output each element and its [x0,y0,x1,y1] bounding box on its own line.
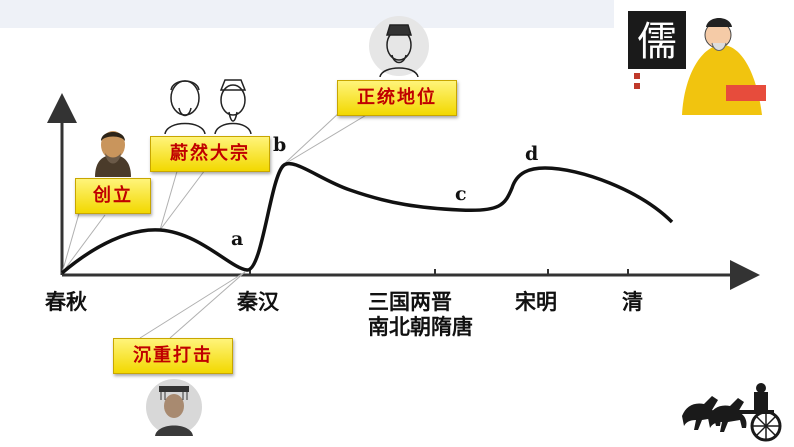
top-decorative-band [0,0,614,28]
axis-label-sanguo: 三国两晋 [368,289,452,314]
confucius-portrait-icon [87,123,139,177]
emperor-portrait-icon [146,379,202,436]
development-curve [60,161,674,275]
axis-label-qing: 清 [622,289,643,314]
axis-label-chunqiu: 春秋 [45,289,87,314]
callout-zhengtong-diwei: 正统地位 [337,80,457,116]
confucian-sage-logo-icon: 儒 [628,11,766,115]
point-label-d: d [525,143,539,165]
axis-label-qinhan: 秦汉 [237,289,279,314]
scholars-portrait-icon [155,72,260,134]
leader-lines [61,111,369,339]
callout-chenzhong-daji: 沉重打击 [113,338,233,374]
axis-label-nanbeichao: 南北朝隋唐 [368,314,473,339]
point-label-a: a [231,228,244,250]
callout-chuangli: 创立 [75,178,151,214]
point-label-b: b [273,134,287,156]
svg-text:儒: 儒 [637,19,677,65]
dong-zhongshu-portrait-icon [369,16,429,77]
axis-label-songming: 宋明 [515,289,557,314]
callout-weiran-dazong: 蔚然大宗 [150,136,270,172]
point-label-c: c [455,183,467,205]
chariot-icon [682,383,782,442]
